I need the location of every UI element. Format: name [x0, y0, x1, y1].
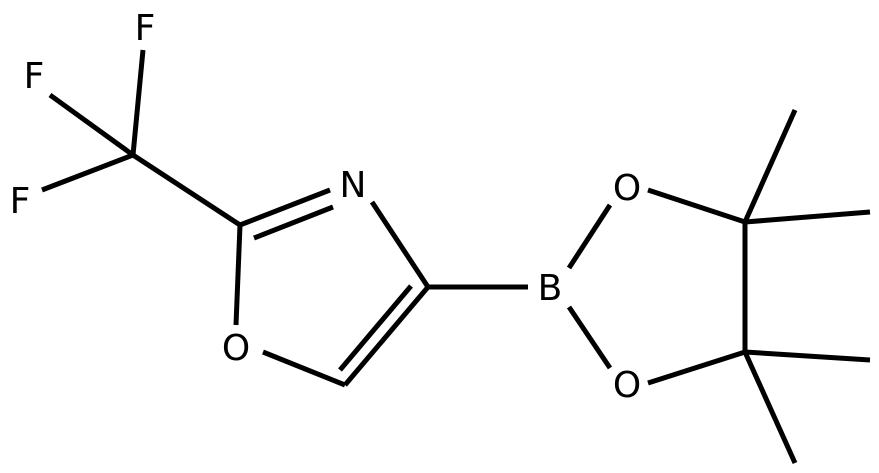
- atom-label-b: B: [538, 268, 563, 309]
- bond-c-f1: [130, 49, 146, 156]
- bond-c4-c5-outer: [343, 285, 430, 387]
- atom-label-f1: F: [135, 8, 156, 49]
- bond-methyl-1: [742, 108, 798, 224]
- atom-label-o-ring: O: [222, 328, 250, 369]
- atom-label-f2: F: [24, 56, 45, 97]
- bond-n-c4: [369, 200, 431, 289]
- atom-label-f3: F: [10, 181, 31, 222]
- bond-c4-c5-inner: [338, 284, 413, 372]
- bond-c2-n-double-outer: [239, 187, 331, 228]
- bond-otop-c: [647, 187, 746, 225]
- bond-methyl-3: [744, 349, 871, 363]
- atom-label-o-top: O: [613, 168, 641, 209]
- bond-c5-o: [262, 349, 346, 388]
- atom-label-n: N: [340, 165, 367, 206]
- bond-c-f3: [41, 152, 134, 193]
- bond-obottom-b: [566, 305, 613, 370]
- bond-methyl-4: [742, 350, 798, 465]
- bond-o-c2: [233, 224, 243, 326]
- bond-b-otop: [566, 203, 613, 270]
- bond-c-obottom: [647, 349, 746, 386]
- bond-c-f2: [48, 92, 135, 158]
- bond-cf3-c2: [131, 152, 242, 228]
- bond-c2-n-double-inner: [253, 204, 334, 241]
- bond-methyl-2: [744, 209, 871, 225]
- atom-label-o-bottom: O: [613, 365, 641, 406]
